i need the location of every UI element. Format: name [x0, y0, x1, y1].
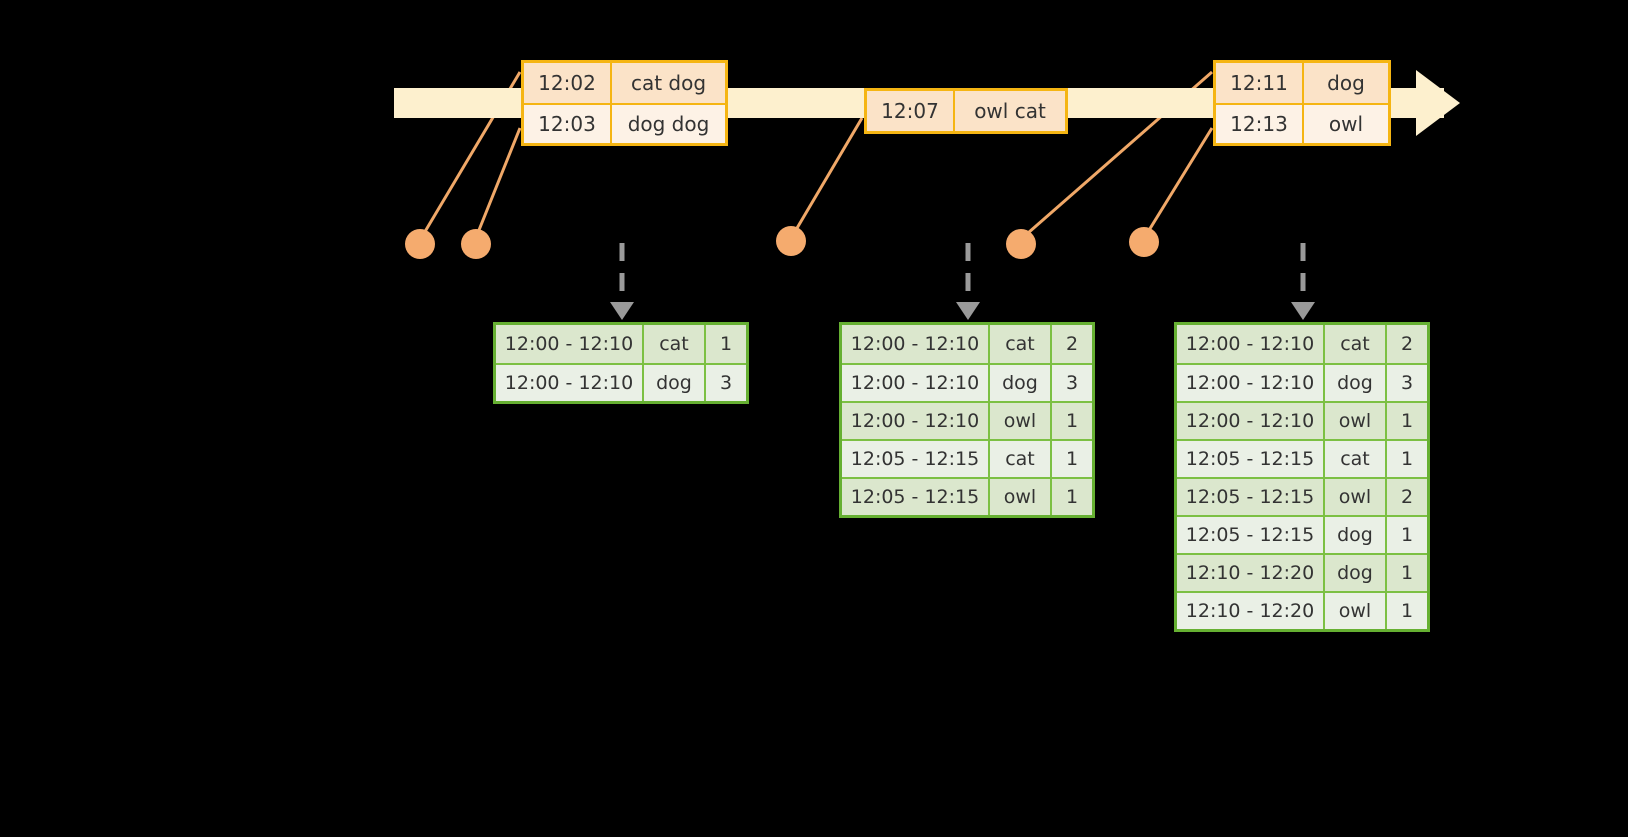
table-row: 12:10 - 12:20 dog 1 [1177, 553, 1427, 591]
event-row: 12:02 cat dog [524, 63, 725, 103]
result-table-1[interactable]: 12:00 - 12:10 cat 1 12:00 - 12:10 dog 3 [493, 322, 749, 404]
dashed-arrow-1 [610, 243, 634, 320]
event-dot-3 [776, 226, 806, 256]
window-cell: 12:00 - 12:10 [842, 365, 990, 401]
event-group-1[interactable]: 12:02 cat dog 12:03 dog dog [521, 60, 728, 146]
key-cell: cat [1325, 441, 1387, 477]
connector-line-2 [473, 127, 522, 241]
window-cell: 12:00 - 12:10 [1177, 365, 1325, 401]
window-cell: 12:05 - 12:15 [1177, 479, 1325, 515]
event-payload: cat dog [630, 71, 707, 95]
count-cell: 1 [1400, 600, 1414, 622]
event-dot-2 [461, 229, 491, 259]
count-cell: 1 [1065, 486, 1079, 508]
event-payload: dog dog [627, 112, 710, 136]
table-row: 12:00 - 12:10 dog 3 [496, 363, 746, 401]
key-cell: dog [1325, 517, 1387, 553]
count-cell: 3 [1065, 372, 1079, 394]
window-cell: 12:10 - 12:20 [1177, 555, 1325, 591]
table-row: 12:05 - 12:15 cat 1 [842, 439, 1092, 477]
key-cell: owl [990, 403, 1052, 439]
count-cell: 1 [1400, 562, 1414, 584]
window-cell: 12:05 - 12:15 [842, 479, 990, 515]
table-row: 12:05 - 12:15 owl 2 [1177, 477, 1427, 515]
event-time: 12:07 [867, 91, 955, 131]
window-cell: 12:00 - 12:10 [496, 365, 644, 401]
connector-line-3 [788, 117, 864, 241]
event-time: 12:02 [524, 63, 612, 103]
table-row: 12:05 - 12:15 cat 1 [1177, 439, 1427, 477]
count-cell: 3 [719, 372, 733, 394]
count-cell: 2 [1065, 333, 1079, 355]
connector-line-5 [1141, 127, 1214, 241]
count-cell: 1 [1400, 524, 1414, 546]
window-cell: 12:00 - 12:10 [1177, 325, 1325, 363]
table-row: 12:00 - 12:10 owl 1 [842, 401, 1092, 439]
event-row: 12:03 dog dog [524, 103, 725, 143]
window-cell: 12:00 - 12:10 [496, 325, 644, 363]
key-cell: dog [644, 365, 706, 401]
table-row: 12:05 - 12:15 dog 1 [1177, 515, 1427, 553]
window-cell: 12:00 - 12:10 [842, 403, 990, 439]
key-cell: owl [1325, 593, 1387, 629]
table-row: 12:00 - 12:10 owl 1 [1177, 401, 1427, 439]
table-row: 12:10 - 12:20 owl 1 [1177, 591, 1427, 629]
count-cell: 3 [1400, 372, 1414, 394]
result-table-2[interactable]: 12:00 - 12:10 cat 2 12:00 - 12:10 dog 3 … [839, 322, 1095, 518]
event-row: 12:11 dog [1216, 63, 1388, 103]
count-cell: 2 [1400, 486, 1414, 508]
dashed-arrow-3 [1291, 243, 1315, 320]
table-row: 12:00 - 12:10 dog 3 [1177, 363, 1427, 401]
count-cell: 1 [1065, 448, 1079, 470]
event-group-3[interactable]: 12:11 dog 12:13 owl [1213, 60, 1391, 146]
event-dot-5 [1129, 227, 1159, 257]
key-cell: cat [644, 325, 706, 363]
key-cell: owl [1325, 403, 1387, 439]
count-cell: 1 [1400, 410, 1414, 432]
table-row: 12:00 - 12:10 dog 3 [842, 363, 1092, 401]
key-cell: dog [1325, 365, 1387, 401]
event-payload: dog [1327, 71, 1365, 95]
window-cell: 12:00 - 12:10 [1177, 403, 1325, 439]
key-cell: cat [990, 325, 1052, 363]
window-cell: 12:05 - 12:15 [1177, 441, 1325, 477]
key-cell: dog [1325, 555, 1387, 591]
key-cell: cat [990, 441, 1052, 477]
table-row: 12:00 - 12:10 cat 2 [842, 325, 1092, 363]
count-cell: 1 [1065, 410, 1079, 432]
window-cell: 12:05 - 12:15 [1177, 517, 1325, 553]
event-payload: owl cat [974, 99, 1046, 123]
dashed-arrow-2 [956, 243, 980, 320]
event-time: 12:13 [1216, 105, 1304, 143]
event-time: 12:03 [524, 105, 612, 143]
event-dot-1 [405, 229, 435, 259]
count-cell: 2 [1400, 333, 1414, 355]
key-cell: dog [990, 365, 1052, 401]
count-cell: 1 [719, 333, 733, 355]
window-cell: 12:10 - 12:20 [1177, 593, 1325, 629]
key-cell: owl [990, 479, 1052, 515]
event-row: 12:13 owl [1216, 103, 1388, 143]
window-cell: 12:05 - 12:15 [842, 441, 990, 477]
table-row: 12:00 - 12:10 cat 1 [496, 325, 746, 363]
event-group-2[interactable]: 12:07 owl cat [864, 88, 1068, 134]
result-table-3[interactable]: 12:00 - 12:10 cat 2 12:00 - 12:10 dog 3 … [1174, 322, 1430, 632]
table-row: 12:00 - 12:10 cat 2 [1177, 325, 1427, 363]
window-cell: 12:00 - 12:10 [842, 325, 990, 363]
event-time: 12:11 [1216, 63, 1304, 103]
event-payload: owl [1328, 112, 1364, 136]
key-cell: cat [1325, 325, 1387, 363]
count-cell: 1 [1400, 448, 1414, 470]
table-row: 12:05 - 12:15 owl 1 [842, 477, 1092, 515]
key-cell: owl [1325, 479, 1387, 515]
event-dot-4 [1006, 229, 1036, 259]
event-row: 12:07 owl cat [867, 91, 1065, 131]
